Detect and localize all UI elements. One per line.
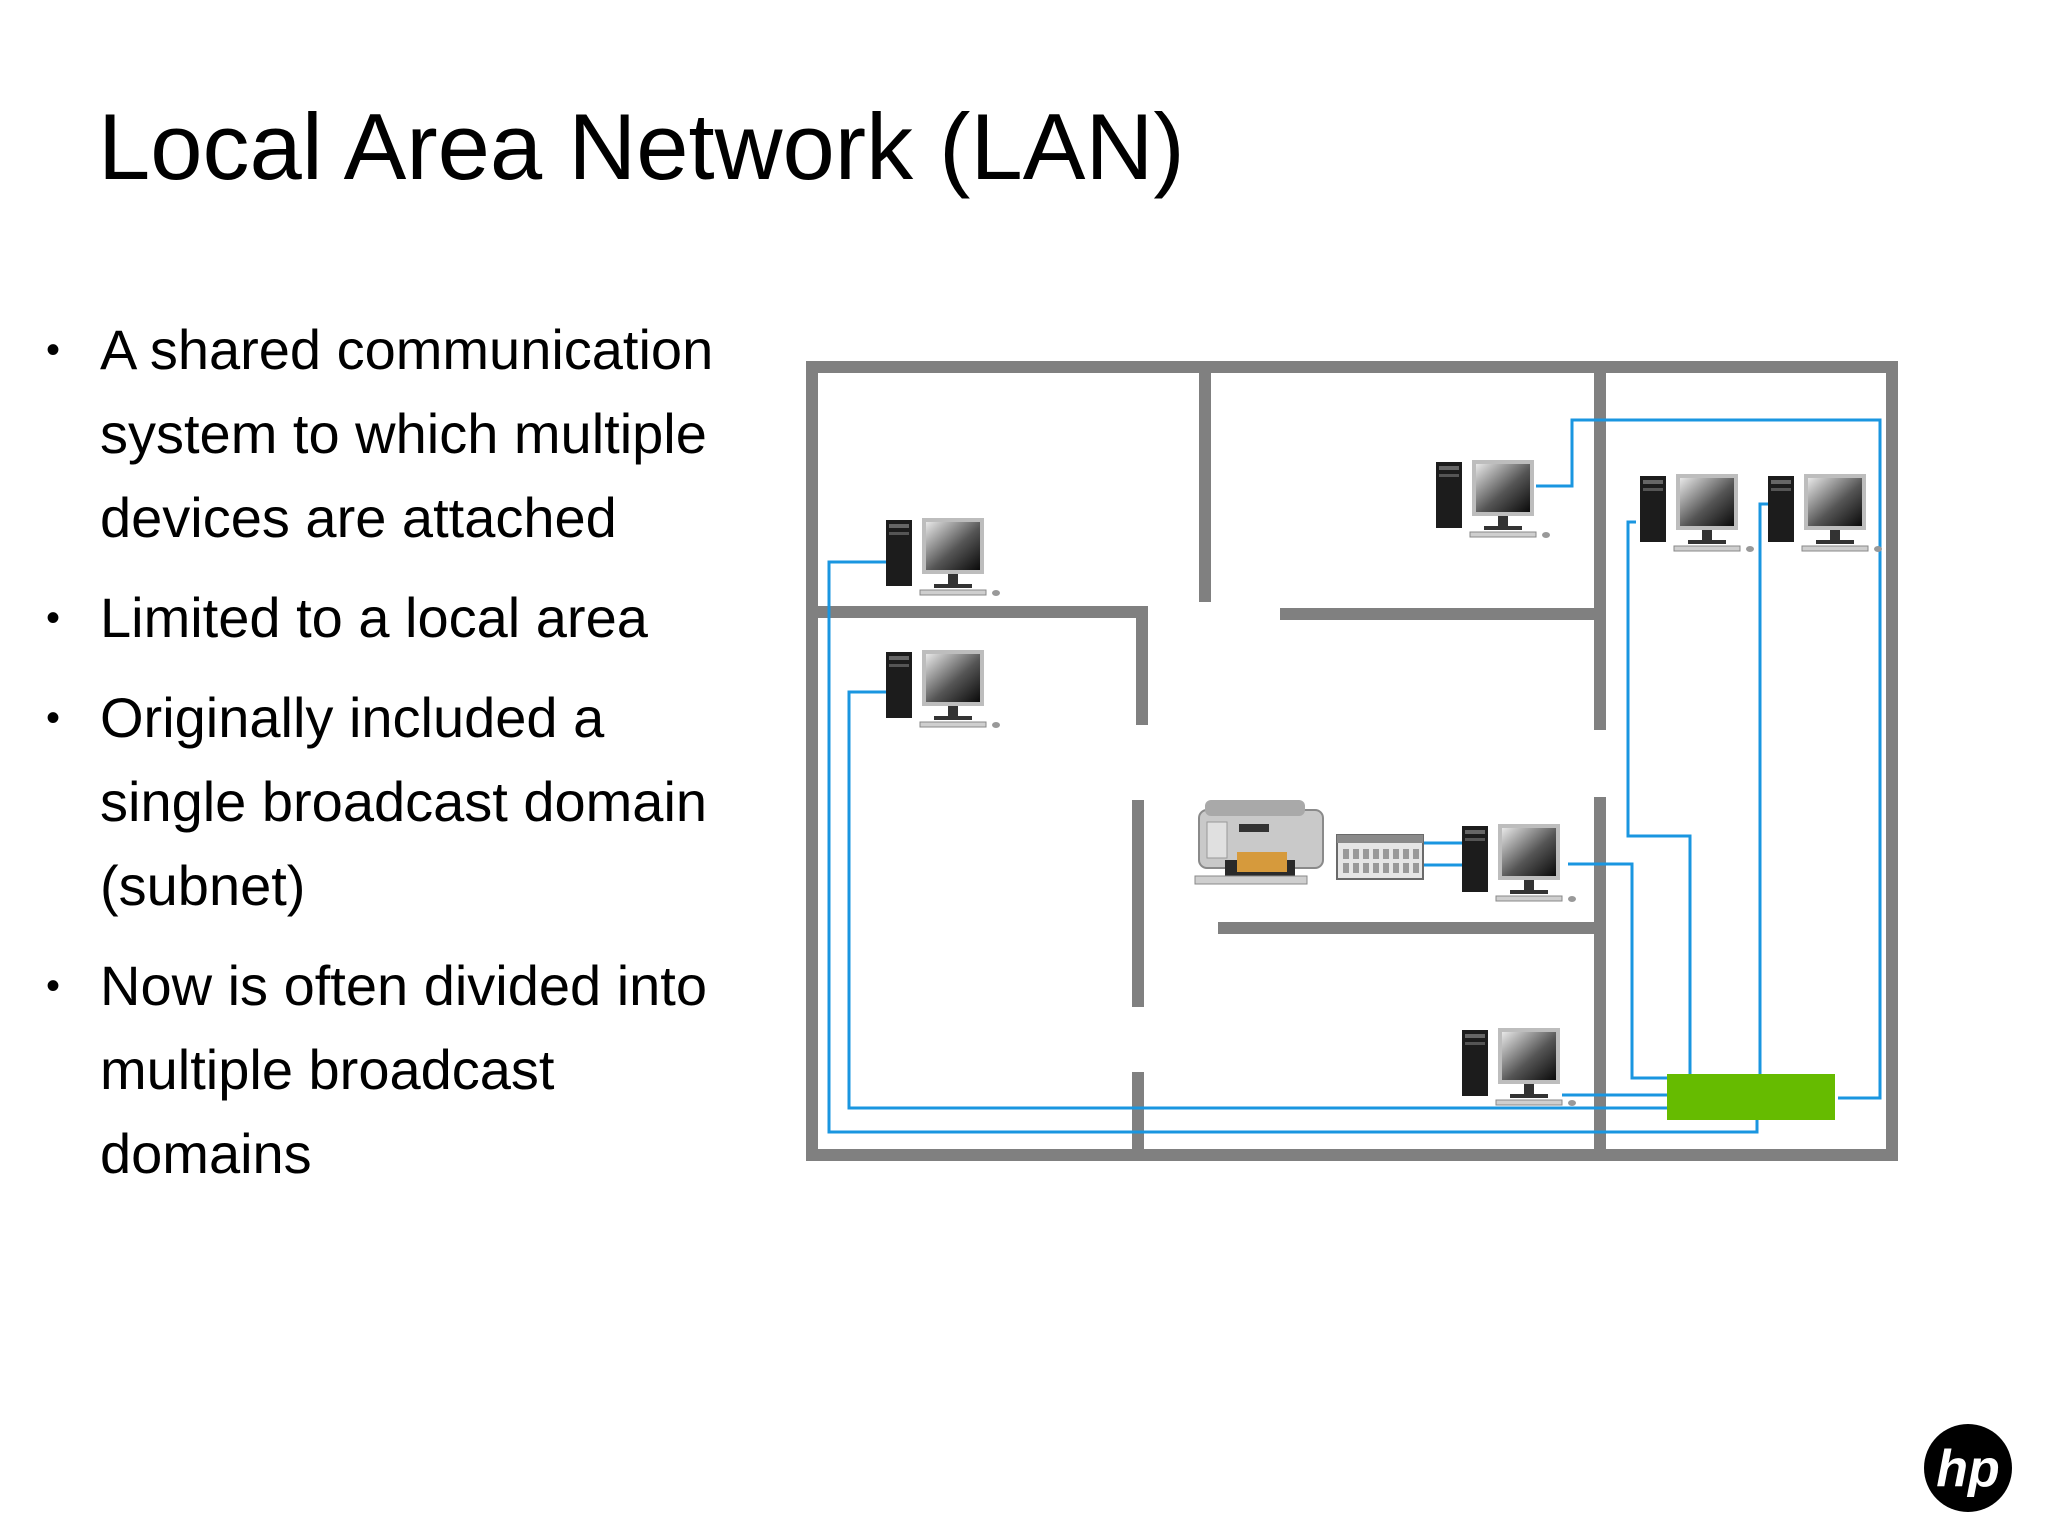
bullet-list: • A shared communication system to which… xyxy=(40,308,760,1212)
hp-logo-text: hp xyxy=(1936,1440,2000,1498)
bullet-item: • Originally included a single broadcast… xyxy=(40,676,760,928)
bullet-item: • Limited to a local area xyxy=(40,576,760,660)
bullet-item: • Now is often divided into multiple bro… xyxy=(40,944,760,1196)
bullet-dot-icon: • xyxy=(46,696,61,740)
bullet-dot-icon: • xyxy=(46,328,61,372)
workstation-icon xyxy=(1435,459,1551,539)
workstation-icon xyxy=(1767,473,1883,553)
bullet-text: Now is often divided into multiple broad… xyxy=(100,954,708,1185)
slide-title: Local Area Network (LAN) xyxy=(98,94,1185,199)
hp-logo-icon: hp xyxy=(1924,1424,2012,1512)
workstation-icon xyxy=(1639,473,1755,553)
workstation-icon xyxy=(1461,823,1577,903)
bullet-item: • A shared communication system to which… xyxy=(40,308,760,560)
bullet-text: Originally included a single broadcast d… xyxy=(100,686,708,917)
bullet-text: Limited to a local area xyxy=(100,586,648,649)
network-cables xyxy=(827,418,1882,1134)
bullet-dot-icon: • xyxy=(46,596,61,640)
workstation-icon xyxy=(885,649,1001,729)
server-icon xyxy=(1336,834,1424,880)
lan-floor-plan-diagram xyxy=(806,361,1898,1161)
network-switch-icon xyxy=(1667,1074,1835,1120)
printer-icon xyxy=(1194,800,1324,885)
workstation-icon xyxy=(885,517,1001,597)
bullet-text: A shared communication system to which m… xyxy=(100,318,714,549)
workstation-icon xyxy=(1461,1027,1577,1107)
bullet-dot-icon: • xyxy=(46,964,61,1008)
